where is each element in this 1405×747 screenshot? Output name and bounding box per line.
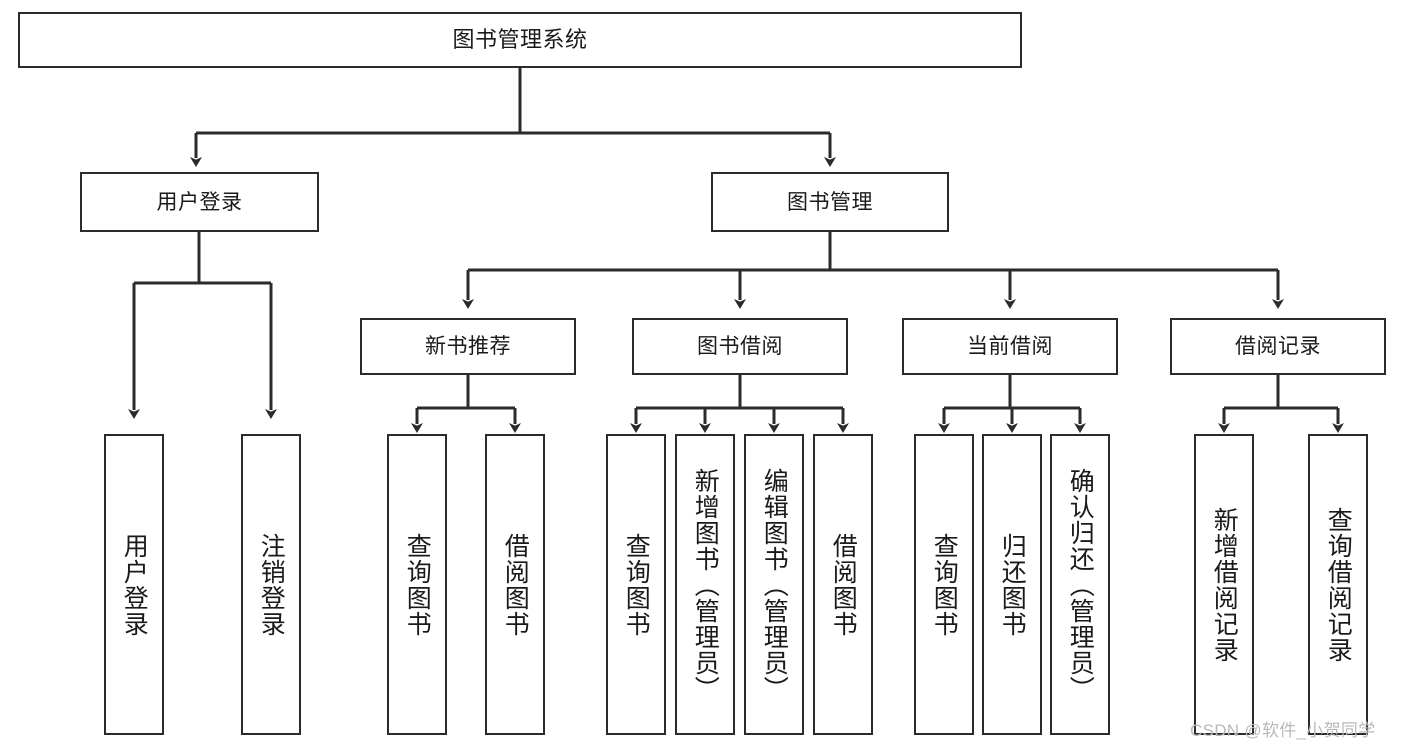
leaf-borrow-borrow-book[interactable]: 借阅图书 [813, 434, 873, 735]
node-label: 图书管理系统 [452, 27, 588, 52]
node-label: 编辑图书（管理员） [760, 467, 789, 702]
node-label: 查询图书 [622, 532, 651, 637]
node-label: 用户登录 [120, 532, 149, 637]
node-label: 查询图书 [930, 532, 959, 637]
leaf-recommend-query-book[interactable]: 查询图书 [387, 434, 447, 735]
node-label: 归还图书 [998, 532, 1027, 637]
node-label: 查询借阅记录 [1324, 506, 1353, 663]
leaf-current-return-book[interactable]: 归还图书 [982, 434, 1042, 735]
node-label: 确认归还（管理员） [1066, 467, 1095, 702]
leaf-current-confirm-return-admin[interactable]: 确认归还（管理员） [1050, 434, 1110, 735]
leaf-record-query-record[interactable]: 查询借阅记录 [1308, 434, 1368, 735]
node-book-management[interactable]: 图书管理 [711, 172, 949, 232]
leaf-recommend-borrow-book[interactable]: 借阅图书 [485, 434, 545, 735]
node-new-book-recommend[interactable]: 新书推荐 [360, 318, 576, 375]
node-label: 借阅图书 [501, 532, 530, 637]
leaf-current-query-book[interactable]: 查询图书 [914, 434, 974, 735]
node-current-borrow[interactable]: 当前借阅 [902, 318, 1118, 375]
leaf-user-login-logout[interactable]: 注销登录 [241, 434, 301, 735]
leaf-record-add-record[interactable]: 新增借阅记录 [1194, 434, 1254, 735]
node-label: 图书管理 [787, 190, 873, 214]
node-root-system[interactable]: 图书管理系统 [18, 12, 1022, 68]
node-label: 新增图书（管理员） [691, 467, 720, 702]
node-label: 当前借阅 [967, 335, 1053, 358]
node-book-borrow[interactable]: 图书借阅 [632, 318, 848, 375]
node-label: 借阅图书 [829, 532, 858, 637]
node-label: 查询图书 [403, 532, 432, 637]
csdn-watermark: CSDN @软件_小贺同学 [1190, 721, 1376, 740]
leaf-borrow-add-book-admin[interactable]: 新增图书（管理员） [675, 434, 735, 735]
node-label: 用户登录 [156, 190, 243, 214]
node-label: 借阅记录 [1235, 335, 1321, 358]
leaf-user-login-login[interactable]: 用户登录 [104, 434, 164, 735]
leaf-borrow-edit-book-admin[interactable]: 编辑图书（管理员） [744, 434, 804, 735]
leaf-borrow-query-book[interactable]: 查询图书 [606, 434, 666, 735]
node-label: 图书借阅 [697, 335, 783, 358]
node-borrow-record[interactable]: 借阅记录 [1170, 318, 1386, 375]
node-label: 注销登录 [257, 532, 286, 637]
node-user-login[interactable]: 用户登录 [80, 172, 319, 232]
node-label: 新增借阅记录 [1210, 506, 1239, 663]
node-label: 新书推荐 [425, 335, 511, 358]
